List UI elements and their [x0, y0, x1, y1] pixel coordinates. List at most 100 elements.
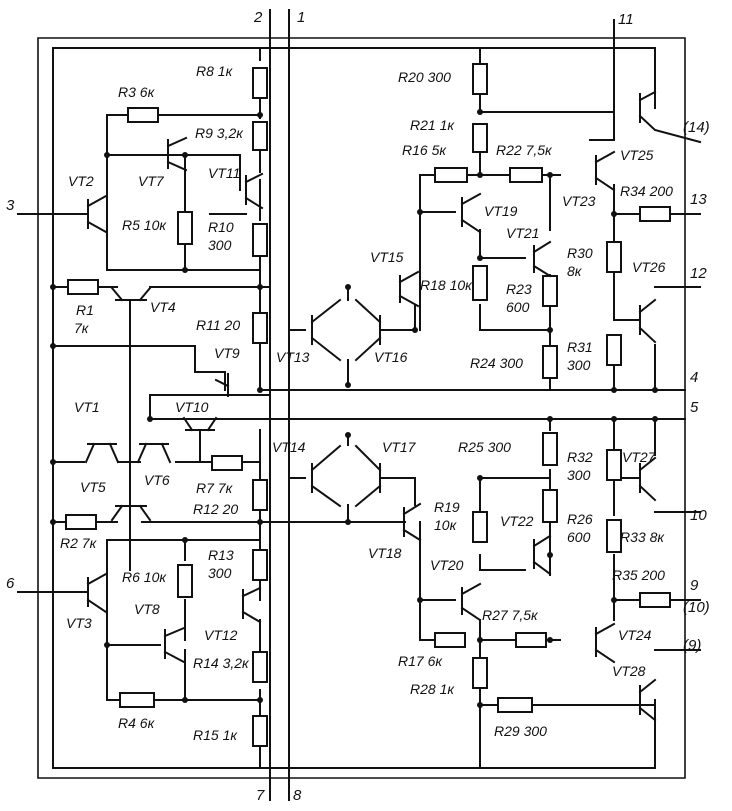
label-r15: R15 1к: [193, 727, 238, 743]
label-r11: R11 20: [196, 317, 240, 333]
transistor-vt7-symbol: [166, 136, 188, 172]
label-vt3: VT3: [66, 615, 92, 631]
resistor-r2: [65, 514, 97, 530]
transistor-vt2-symbol: [86, 194, 108, 234]
label-vt8: VT8: [134, 601, 160, 617]
resistor-r8: [252, 67, 268, 99]
label-vt18: VT18: [368, 545, 402, 561]
label-r26-value: 600: [567, 529, 591, 545]
resistor-r21: [472, 123, 488, 153]
resistor-r15: [252, 715, 268, 747]
label-r2: R2 7к: [60, 535, 98, 551]
label-vt26: VT26: [632, 259, 666, 275]
label-r7: R7 7к: [196, 480, 234, 496]
resistor-r30: [606, 241, 622, 273]
transistor-vt27-symbol: [638, 456, 657, 502]
resistor-r35: [639, 592, 671, 608]
resistor-r9: [252, 121, 268, 151]
label-r34: R34 200: [620, 183, 673, 199]
label-r20: R20 300: [398, 69, 451, 85]
label-vt27: VT27: [622, 449, 657, 465]
resistor-r28: [472, 657, 488, 689]
pin-5: 5: [690, 399, 699, 416]
resistor-group: [65, 63, 671, 747]
label-vt14: VT14: [272, 439, 306, 455]
resistor-r14: [252, 651, 268, 683]
pin-9-alt: (9): [683, 637, 701, 654]
label-vt21: VT21: [506, 225, 539, 241]
pin-7: 7: [256, 787, 265, 804]
wiring: [17, 9, 701, 801]
label-vt20: VT20: [430, 557, 464, 573]
junctions: [50, 109, 658, 708]
resistor-r29: [497, 697, 533, 713]
label-vt23: VT23: [562, 193, 596, 209]
pin-6: 6: [6, 575, 15, 592]
transistor-vt22-symbol: [532, 534, 552, 576]
pin-8: 8: [293, 787, 302, 804]
transistor-vt9-symbol: [214, 373, 230, 397]
transistor-vt13-symbol: [310, 298, 342, 362]
transistor-vt21-symbol: [532, 240, 552, 278]
transistor-vt23-symbol: [594, 150, 616, 192]
label-vt1: VT1: [74, 399, 100, 415]
label-r23-name: R23: [506, 281, 532, 297]
label-r28: R28 1к: [410, 681, 455, 697]
label-r24: R24 300: [470, 355, 523, 371]
transistor-vt14-symbol: [310, 444, 342, 508]
label-vt13: VT13: [276, 349, 310, 365]
label-r6: R6 10к: [122, 569, 167, 585]
label-r17: R17 6к: [398, 653, 443, 669]
label-r26-name: R26: [567, 511, 593, 527]
resistor-r11: [252, 312, 268, 344]
resistor-r26: [542, 489, 558, 523]
label-r16: R16 5к: [402, 142, 447, 158]
label-r32-name: R32: [567, 449, 593, 465]
label-r10-value: 300: [208, 237, 232, 253]
label-r13-name: R13: [208, 547, 234, 563]
label-vt10: VT10: [175, 399, 209, 415]
transistor-vt6-symbol: [136, 442, 172, 464]
label-vt4: VT4: [150, 299, 176, 315]
transistor-vt19-symbol: [460, 192, 482, 234]
pin-10-alt: (10): [683, 599, 710, 616]
resistor-r33: [606, 519, 622, 553]
label-vt5: VT5: [80, 479, 106, 495]
label-vt24: VT24: [618, 627, 652, 643]
resistor-r27: [515, 632, 547, 648]
transistor-vt3-symbol: [86, 572, 108, 614]
resistor-r31: [606, 334, 622, 366]
label-r8: R8 1к: [196, 63, 234, 79]
label-r3: R3 6к: [118, 84, 156, 100]
label-vt19: VT19: [484, 203, 518, 219]
label-r22: R22 7,5к: [496, 142, 553, 158]
label-vt6: VT6: [144, 472, 170, 488]
resistor-r1: [67, 279, 99, 295]
pin-11: 11: [618, 11, 634, 28]
label-r31-name: R31: [567, 339, 593, 355]
resistor-r23: [542, 275, 558, 307]
label-r12: R12 20: [193, 501, 238, 517]
transistor-vt16-symbol: [354, 298, 382, 362]
pin-labels: 2 1 11 3 (14) 13 12 4 5 10 9 (10) (9) 6 …: [6, 9, 710, 804]
label-r19-value: 10к: [434, 517, 458, 533]
transistor-vt20-symbol: [460, 582, 482, 622]
label-vt2: VT2: [68, 173, 94, 189]
resistor-r6: [177, 564, 193, 598]
transistor-group: [84, 90, 702, 722]
transistor-vt25-symbol: [638, 90, 702, 144]
transistor-labels: VT2 VT7 VT11 VT4 VT9 VT1 VT10 VT6 VT5 VT…: [66, 147, 666, 679]
resistor-r7: [211, 455, 243, 471]
label-r35: R35 200: [612, 567, 665, 583]
label-vt28: VT28: [612, 663, 646, 679]
resistor-r16: [434, 167, 468, 183]
resistor-r32: [606, 449, 622, 481]
label-r10-name: R10: [208, 219, 234, 235]
label-vt17: VT17: [382, 439, 417, 455]
label-vt16: VT16: [374, 349, 408, 365]
pin-9: 9: [690, 577, 699, 594]
pin-2: 2: [253, 9, 263, 26]
transistor-vt26-symbol: [638, 298, 657, 344]
transistor-vt28-symbol: [638, 678, 657, 722]
label-r23-value: 600: [506, 299, 530, 315]
